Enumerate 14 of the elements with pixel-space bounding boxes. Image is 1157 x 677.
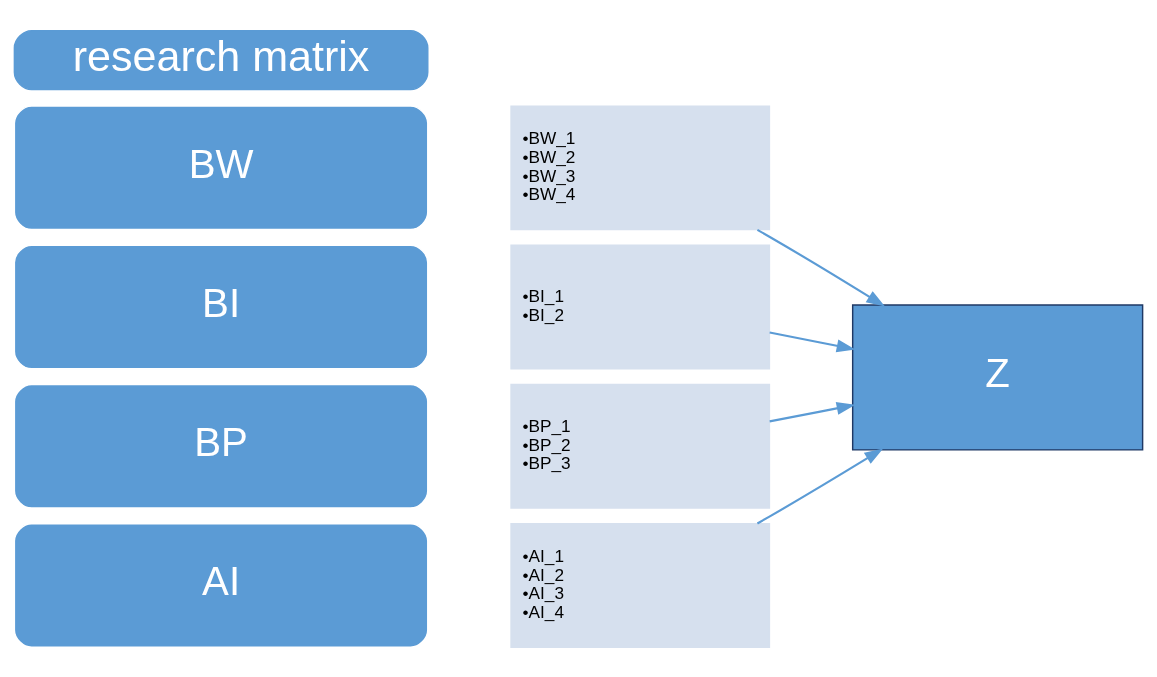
node-box: •BI_1 •BI_2 <box>510 244 771 369</box>
arrow <box>756 228 885 307</box>
arrow <box>756 448 884 524</box>
node-box: AI <box>13 522 429 648</box>
node-box: BI <box>13 244 429 369</box>
node-box: •AI_1 •AI_2 •AI_3 •AI_4 <box>510 522 771 648</box>
node-box: BW <box>13 104 429 230</box>
arrow <box>769 330 856 352</box>
node-box: •BW_1 •BW_2 •BW_3 •BW_4 <box>510 104 771 230</box>
arrow <box>769 401 856 422</box>
node-box: •BP_1 •BP_2 •BP_3 <box>510 383 771 509</box>
node-box: research matrix <box>13 29 429 90</box>
node-box: Z <box>851 303 1144 451</box>
node-box: BP <box>13 383 429 509</box>
